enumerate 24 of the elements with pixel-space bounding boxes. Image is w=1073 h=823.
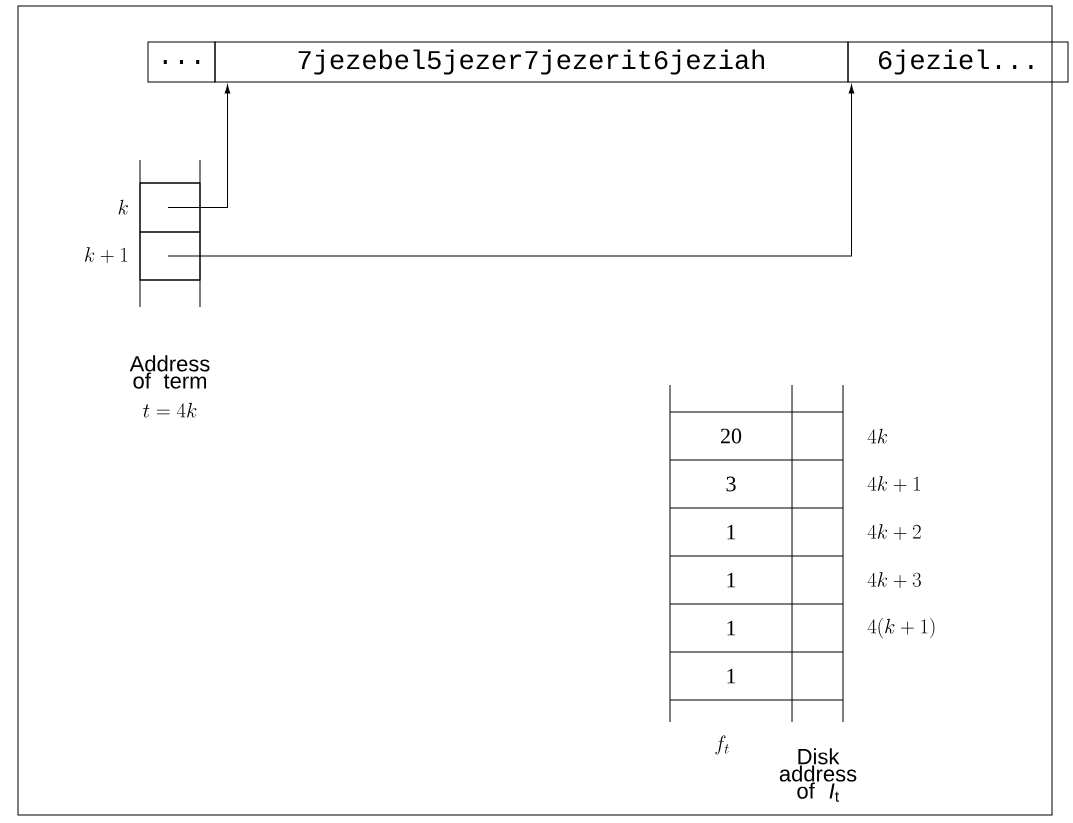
side-label: $k$ <box>118 199 128 215</box>
caption-formula: $t = 4k$ <box>143 402 197 418</box>
pointer-cell <box>139 182 201 233</box>
row-label: $4k$ <box>867 428 888 444</box>
table-cell: 20 <box>721 428 742 444</box>
string-cell: ... <box>147 41 216 83</box>
arrow <box>167 84 855 257</box>
caption-text: Address of term <box>129 355 210 389</box>
row-label: $4(k + 1)$ <box>867 617 935 639</box>
column-label: Disk address of I$_{t}$ <box>779 748 857 802</box>
row-label: $4k + 1$ <box>867 476 921 492</box>
row-label: $4k + 3$ <box>867 572 921 588</box>
table-cell: 1 <box>727 620 736 636</box>
table-cell: 1 <box>727 572 736 588</box>
table-cell: 3 <box>726 476 736 492</box>
string-cell: 6jeziel... <box>847 41 1069 83</box>
column-label: $f_t$ <box>715 735 729 755</box>
table-cell: 1 <box>727 524 736 540</box>
table-cell: 1 <box>727 668 736 684</box>
side-label: $k + 1$ <box>85 247 128 263</box>
string-cell: 7jezebel5jezer7jezerit6jeziah <box>214 41 849 83</box>
arrow <box>167 84 231 208</box>
pointer-cell <box>139 231 201 281</box>
row-label: $4k + 2$ <box>867 524 921 540</box>
